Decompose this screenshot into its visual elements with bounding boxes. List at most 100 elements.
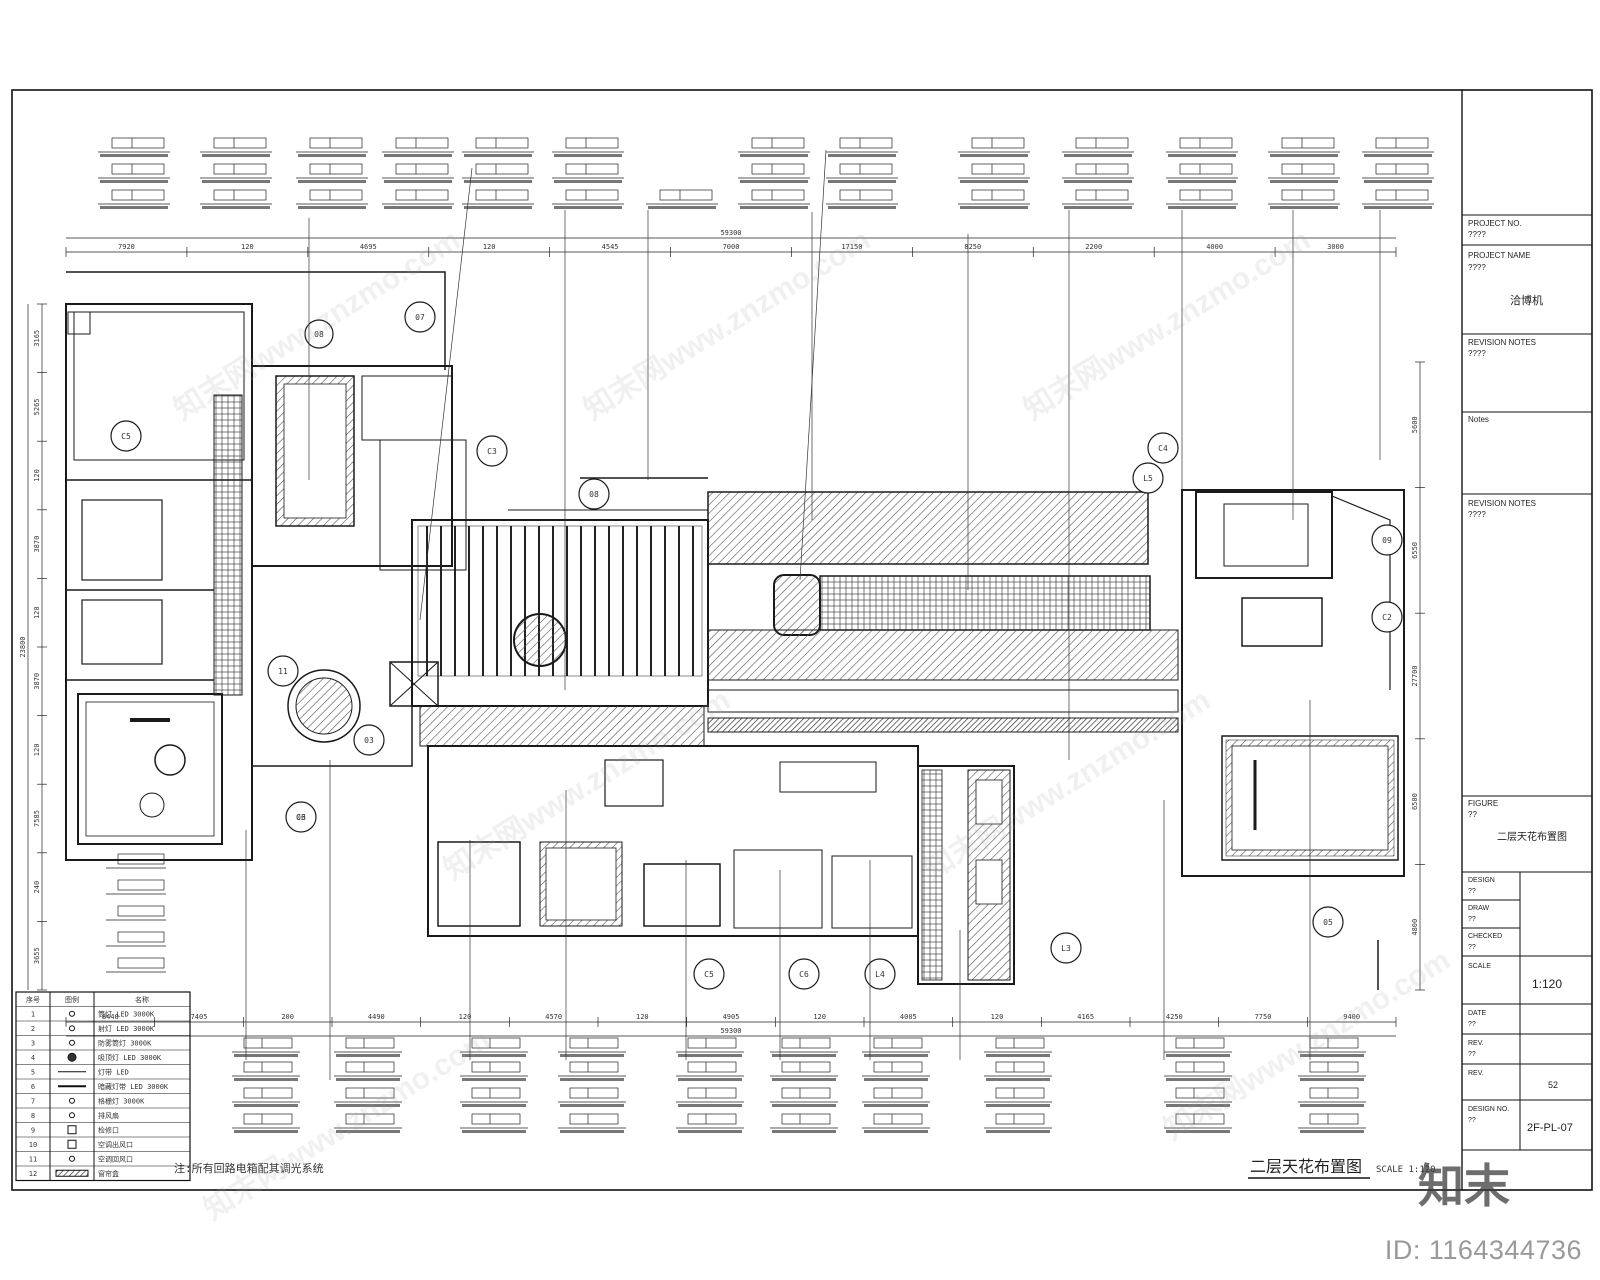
callout-tag [213,163,267,175]
callout-text-stub [1300,1104,1364,1107]
dimension-label: 4000 [1206,243,1223,251]
dimension-label: 120 [33,744,41,757]
callout-text-stub [740,206,808,209]
legend-row-name: 灯带 LED [98,1068,129,1077]
legend-frame [15,991,191,1182]
rev-label: REV. [1468,1040,1484,1047]
callout-tag [475,163,529,175]
project-no-label: PROJECT NO. [1468,219,1522,228]
notes-label: Notes [1468,415,1489,424]
callout-text-stub [1300,1054,1364,1057]
dimension-label: 5600 [1411,416,1419,433]
callout-tag [687,1087,737,1099]
callout-tag [1175,1113,1225,1125]
legend-row-name: 筒灯 LED 3000K [98,1010,155,1019]
callout-text-stub [560,1078,624,1081]
callout-text-stub [202,154,270,157]
callout-tag [243,1061,293,1073]
callout-tag [111,189,165,201]
dimension-label: 3870 [33,673,41,690]
callout-text-stub [1168,206,1236,209]
dimension-label: 4570 [545,1013,562,1021]
callout-tag [117,905,165,917]
room-tag-label: 08 [589,490,599,499]
callout-tag [1375,189,1429,201]
callout-text-stub [772,1054,836,1057]
callout-text-stub [1166,1078,1230,1081]
callout-tag [111,137,165,149]
room-tag-label: C2 [1382,613,1392,622]
draw-label: DRAW [1468,905,1490,912]
revision-notes-value: ???? [1468,349,1486,358]
brand-logo: 知末 [1418,1160,1510,1212]
legend-header: 图例 [65,995,79,1004]
callout-text-stub [772,1078,836,1081]
legend-row-name: 射灯 LED 3000K [98,1024,155,1033]
checked-label: CHECKED [1468,933,1502,940]
callout-text-stub [462,1078,526,1081]
callout-text-stub [772,1104,836,1107]
revision-notes-label: REVISION NOTES [1468,338,1536,347]
design-label: DESIGN [1468,877,1495,884]
callout-tag [1075,163,1129,175]
room-tag-label: 11 [278,667,288,676]
dimension-label: 7000 [723,243,740,251]
legend-row-no: 2 [31,1025,35,1033]
dimension-label: 3870 [33,536,41,553]
callout-text-stub [678,1130,742,1133]
callout-text-stub [828,180,896,183]
callout-tag [569,1061,619,1073]
dimension-label: 3165 [33,330,41,347]
date-label: DATE [1468,1010,1486,1017]
callout-text-stub [1166,1104,1230,1107]
callout-text-stub [960,154,1028,157]
callout-tag [1175,1037,1225,1049]
legend-symbol [67,1052,77,1062]
callout-text-stub [464,206,532,209]
callout-tag [781,1087,831,1099]
callout-tag [117,931,165,943]
room-tag-label: C3 [487,447,497,456]
callout-text-stub [554,180,622,183]
callout-tag [971,189,1025,201]
drawing-title: 二层天花布置图 [1250,1158,1362,1176]
legend-row-no: 11 [29,1156,37,1164]
legend-row-name: 空调回风口 [98,1155,133,1164]
callout-text-stub [234,1130,298,1133]
callout-text-stub [462,1104,526,1107]
dimension-label: 4695 [360,243,377,251]
dimension-label: 4545 [602,243,619,251]
room-tag-label: 08 [314,330,324,339]
callout-labels [98,137,1434,1133]
project-name-cn: 洽博机 [1510,293,1543,307]
callout-text-stub [986,1130,1050,1133]
callout-tag [471,1113,521,1125]
callout-text-stub [560,1054,624,1057]
dimension-label: 4490 [368,1013,385,1021]
callout-text-stub [772,1130,836,1133]
callout-tag [659,189,713,201]
legend-row-no: 1 [31,1011,35,1019]
rev-value: ?? [1468,1051,1476,1058]
legend-row-no: 12 [29,1170,37,1178]
dimension-label: 7920 [118,243,135,251]
legend-symbol [69,1097,75,1104]
room-tag-label: 06 [296,813,306,822]
design-value: ?? [1468,888,1476,895]
callout-text-stub [100,206,168,209]
legend-row-no: 5 [31,1069,35,1077]
callout-text-stub [648,206,716,209]
dimension-label: 6550 [1411,542,1419,559]
floor-plan [65,271,1405,990]
callout-tag [781,1113,831,1125]
callout-tag [839,137,893,149]
room-tag-label: L4 [875,970,885,979]
legend-header: 名称 [135,995,149,1004]
callout-text-stub [740,154,808,157]
callout-tag [475,189,529,201]
callout-text-stub [464,154,532,157]
callout-text-stub [1064,180,1132,183]
callout-tag [839,189,893,201]
dimension-label: 200 [281,1013,294,1021]
